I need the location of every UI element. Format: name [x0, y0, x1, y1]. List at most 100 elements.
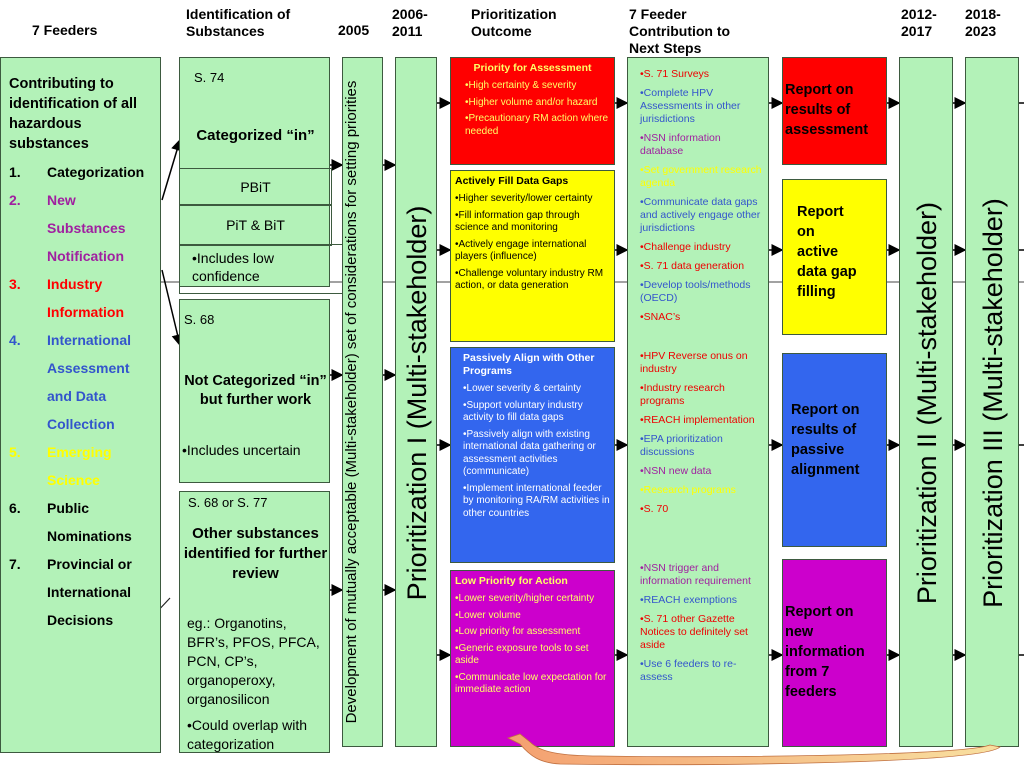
outcome-list: Lower severity & certaintySupport volunt…: [463, 383, 610, 520]
outcome-item-text: Implement international feeder by monito…: [463, 482, 610, 519]
outcome-box: Passively Align with Other ProgramsLower…: [450, 347, 615, 563]
outcome-item-text: Precautionary RM action where needed: [465, 113, 609, 137]
header-2006-2011: 2006-2011: [392, 6, 428, 39]
outcome-box: Low Priority for ActionLower severity/hi…: [450, 570, 615, 747]
outcome-item: Higher volume and/or hazard: [465, 97, 610, 110]
pit-bit-row: PiT & BiT: [179, 204, 332, 246]
outcome-title: Priority for Assessment: [473, 62, 592, 74]
identification-box-not-categorized: S. 68 Not Categorized “in” but further w…: [179, 299, 330, 483]
header-2005: 2005: [338, 22, 370, 38]
contribution-item: •S. 71 other Gazette Notices to definite…: [640, 613, 748, 651]
contribution-item: •NSN trigger and information requirement: [640, 562, 751, 587]
outcome-item-text: Low priority for assessment: [458, 626, 581, 637]
feeder-item: 1. Categorization: [9, 158, 160, 186]
feeders-title: Contributing to identification of all ha…: [9, 76, 138, 152]
contribution-item: •Use 6 feeders to re-assess: [640, 658, 737, 683]
prioritization-3-column: Prioritization III (Multi-stakeholder): [965, 57, 1019, 747]
low-confidence-row: •Includes low confidence: [179, 244, 352, 294]
feeder-item: 6.Public Nominations: [9, 494, 160, 550]
outcome-item: Lower volume: [455, 610, 610, 623]
feeder-label: International Assessment and Data Collec…: [47, 332, 132, 432]
feeder-label: Emerging Science: [47, 444, 112, 488]
feeder-number: 3.: [9, 276, 21, 292]
outcome-item-text: High certainty & severity: [468, 80, 577, 91]
contribution-item: •EPA prioritization discussions: [640, 433, 723, 458]
contribution-item: •S. 71 Surveys: [640, 68, 710, 80]
outcome-item-text: Challenge voluntary industry RM action, …: [455, 267, 604, 292]
contribution-item: •Research programs: [640, 484, 736, 496]
header-outcome: Prioritization Outcome: [471, 6, 557, 39]
outcome-title: Passively Align with Other Programs: [463, 352, 595, 377]
outcome-item: Lower severity/higher certainty: [455, 593, 610, 606]
feeder-item: 5. Emerging Science: [9, 438, 160, 494]
not-categorized-title: Not Categorized “in” but further work: [184, 373, 327, 408]
contribution-item: •Complete HPV Assessments in other juris…: [640, 87, 741, 125]
feeder-label: Industry Information: [47, 276, 124, 320]
feeder-number: 7.: [9, 556, 21, 572]
outcome-box: Priority for AssessmentHigh certainty & …: [450, 57, 615, 165]
outcome-item: Generic exposure tools to set aside: [455, 643, 610, 668]
prioritization-1-label: Prioritization I (Multi-stakeholder): [402, 205, 432, 601]
feeder-number: 5.: [9, 444, 21, 460]
development-column: Development of mutually acceptable (Mult…: [342, 57, 383, 747]
examples-text: eg.: Organotins, BFR’s, PFOS, PFCA, PCN,…: [187, 615, 320, 707]
feeder-item: 3. Industry Information: [9, 270, 160, 326]
outcome-item-text: Lower severity & certainty: [466, 383, 582, 394]
arrow-feeder-categorized: [161, 138, 183, 201]
feeder-label: Categorization: [47, 164, 145, 180]
contribution-item: •Set government research agenda: [640, 164, 762, 189]
outcome-list: Higher severity/lower certaintyFill info…: [455, 193, 610, 293]
outcome-item: Support voluntary industry activity to f…: [463, 400, 610, 425]
feeder-number: 6.: [9, 500, 21, 516]
outcome-item: Fill information gap through science and…: [455, 210, 610, 235]
outcome-item-text: Higher severity/lower certainty: [458, 193, 593, 204]
section-ref: S. 68 or S. 77: [188, 495, 268, 510]
report-text: Report on active data gap filling: [797, 204, 857, 300]
contribution-panel: •S. 71 Surveys •Complete HPV Assessments …: [627, 57, 769, 747]
prioritization-2-label: Prioritization II (Multi-stakeholder): [912, 201, 942, 605]
outcome-item-text: Higher volume and/or hazard: [468, 96, 598, 108]
outcome-item-text: Lower severity/higher certainty: [458, 593, 595, 604]
feeder-number: 2.: [9, 192, 21, 208]
prioritization-1-column: Prioritization I (Multi-stakeholder): [395, 57, 437, 747]
outcome-item: Actively engage international players (i…: [455, 239, 610, 264]
identification-box-other: S. 68 or S. 77 Other substances identifi…: [179, 491, 330, 753]
outcome-item-text: Passively align with existing internatio…: [463, 428, 596, 478]
contribution-item: •REACH implementation: [640, 414, 755, 426]
contribution-item: •S. 71 data generation: [640, 260, 745, 272]
outcome-item: Low priority for assessment: [455, 626, 610, 639]
identification-box-categorized: S. 74 Categorized “in” PBiT PiT & BiT •I…: [179, 57, 352, 294]
header-feeders: 7 Feeders: [32, 22, 98, 38]
feeders-panel: Contributing to identification of all ha…: [0, 57, 161, 753]
outcome-item-text: Communicate low expectation for immediat…: [455, 671, 607, 696]
outcome-item: Precautionary RM action where needed: [465, 113, 610, 138]
includes-uncertain: •Includes uncertain: [182, 442, 301, 458]
pbit-row: PBiT: [179, 168, 332, 206]
feeder-number: 4.: [9, 332, 21, 348]
report-box: Report on results of assessment: [782, 57, 887, 165]
overlap-note: •Could overlap with categorization: [187, 717, 308, 752]
feeder-item: 4. International Assessment and Data Coll…: [9, 326, 160, 438]
outcome-title: Low Priority for Action: [455, 575, 568, 587]
contribution-item: •Industry research programs: [640, 382, 725, 407]
contribution-item: •S. 70: [640, 503, 669, 515]
feeder-label: Provincial or International Decisions: [47, 556, 132, 628]
contribution-item: •HPV Reverse onus on industry: [640, 350, 748, 375]
contribution-item: •Develop tools/methods (OECD): [640, 279, 751, 304]
outcome-item: Implement international feeder by monito…: [463, 483, 610, 521]
outcome-item: Communicate low expectation for immediat…: [455, 672, 610, 697]
development-text: Development of mutually acceptable (Mult…: [343, 80, 360, 724]
feeder-number: 1.: [9, 164, 21, 180]
other-substances-title: Other substances identified for further …: [183, 525, 328, 582]
contribution-item: •REACH exemptions: [640, 594, 738, 606]
prioritization-2-column: Prioritization II (Multi-stakeholder): [899, 57, 953, 747]
feeder-item: 7. Provincial or International Decisions: [9, 550, 160, 634]
outcome-item-text: Generic exposure tools to set aside: [455, 642, 589, 667]
contribution-item: •NSN information database: [640, 132, 721, 157]
header-identification: Identification of Substances: [186, 6, 291, 39]
outcome-item: High certainty & severity: [465, 80, 610, 93]
report-text: Report on new information from 7 feeders: [785, 604, 865, 700]
report-box: Report on active data gap filling: [782, 179, 887, 335]
report-text: Report on results of assessment: [785, 82, 869, 138]
